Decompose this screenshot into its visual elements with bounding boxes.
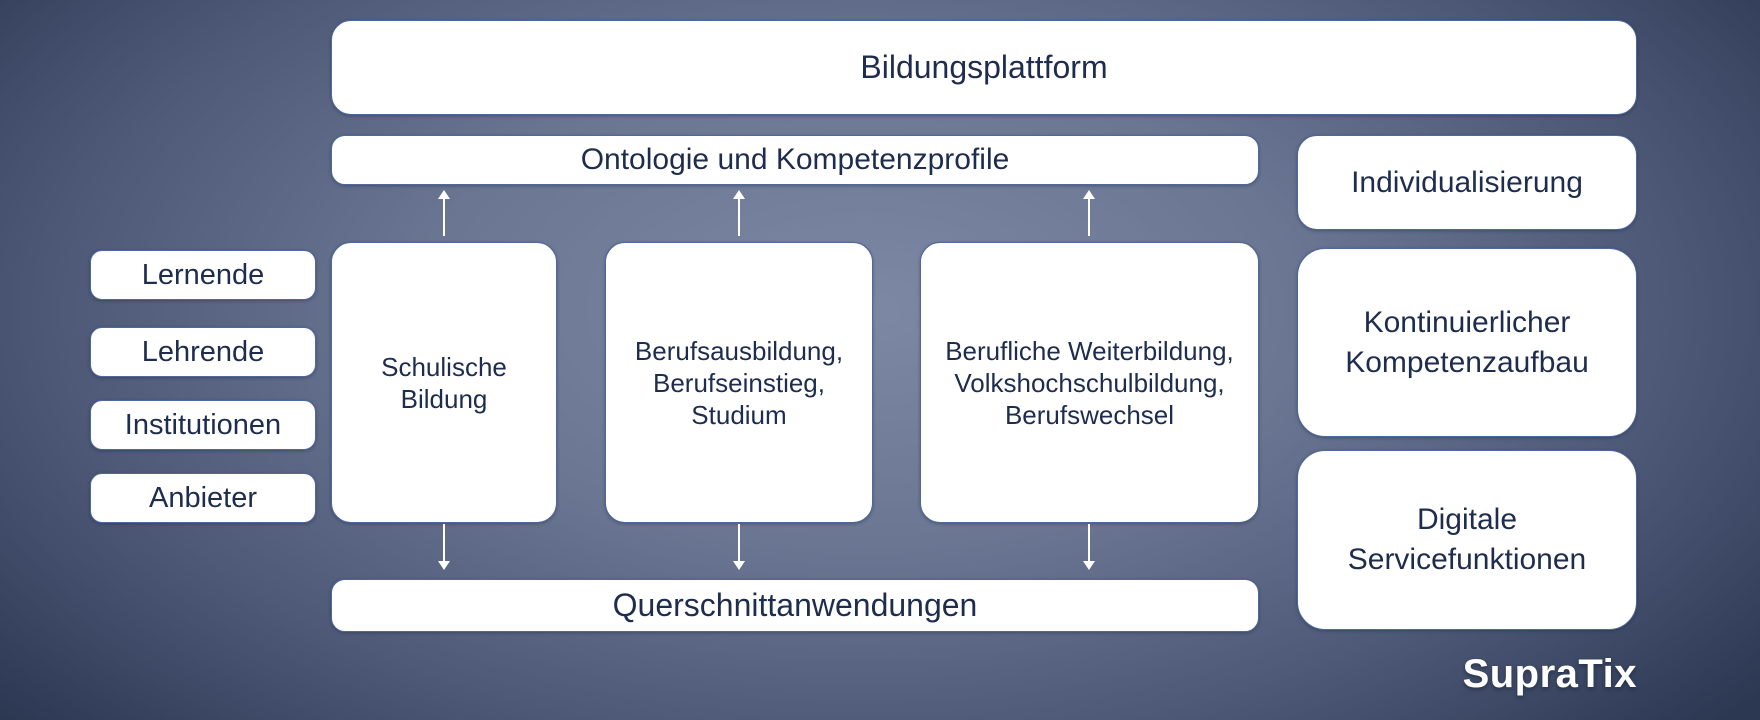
box-lernende: Lernende xyxy=(90,250,316,300)
box-schulische-bildung: Schulische Bildung xyxy=(331,242,557,523)
feature-line: Kompetenzaufbau xyxy=(1345,345,1589,379)
segment-line: Studium xyxy=(691,399,787,430)
box-lernende-label: Lernende xyxy=(141,258,265,291)
arrow-down-icon xyxy=(437,524,451,570)
box-lehrende-label: Lehrende xyxy=(141,335,265,368)
box-individualisierung-label: Individualisierung xyxy=(1351,165,1583,199)
segment-line: Berufsausbildung, xyxy=(634,335,844,366)
arrow-down-icon xyxy=(732,524,746,570)
box-berufsausbildung-berufseinstieg-studium: Berufsausbildung, Berufseinstieg, Studiu… xyxy=(605,242,873,523)
box-bildungsplattform-label: Bildungsplattform xyxy=(860,49,1108,85)
feature-line: Kontinuierlicher xyxy=(1363,305,1571,339)
box-individualisierung: Individualisierung xyxy=(1297,135,1637,230)
segment-line: Schulische xyxy=(381,351,507,382)
segment-line: Berufswechsel xyxy=(1004,399,1175,430)
segment-line: Volkshochschulbildung, xyxy=(954,367,1225,398)
box-berufliche-weiterbildung: Berufliche Weiterbildung, Volkshochschul… xyxy=(920,242,1259,523)
box-digitale-servicefunktionen: Digitale Servicefunktionen xyxy=(1297,450,1637,630)
arrow-up-icon xyxy=(1082,190,1096,236)
box-querschnittanwendungen-label: Querschnittanwendungen xyxy=(612,587,978,623)
box-querschnittanwendungen: Querschnittanwendungen xyxy=(331,579,1259,632)
supratix-logo: SupraTix xyxy=(1462,652,1637,696)
box-lehrende: Lehrende xyxy=(90,327,316,377)
segment-line: Berufliche Weiterbildung, xyxy=(945,335,1234,366)
box-ontologie-label: Ontologie und Kompetenzprofile xyxy=(580,143,1010,176)
box-institutionen-label: Institutionen xyxy=(124,408,282,441)
box-bildungsplattform: Bildungsplattform xyxy=(331,20,1637,115)
arrow-down-icon xyxy=(1082,524,1096,570)
arrow-up-icon xyxy=(437,190,451,236)
box-kontinuierlicher-kompetenzaufbau: Kontinuierlicher Kompetenzaufbau xyxy=(1297,248,1637,437)
feature-line: Digitale xyxy=(1416,503,1518,536)
arrow-up-icon xyxy=(732,190,746,236)
feature-line: Servicefunktionen xyxy=(1347,543,1587,576)
box-anbieter-label: Anbieter xyxy=(148,481,257,514)
box-ontologie-kompetenzprofile: Ontologie und Kompetenzprofile xyxy=(331,135,1259,185)
box-institutionen: Institutionen xyxy=(90,400,316,450)
segment-line: Berufseinstieg, xyxy=(653,367,825,398)
segment-line: Bildung xyxy=(400,383,488,414)
box-anbieter: Anbieter xyxy=(90,473,316,523)
